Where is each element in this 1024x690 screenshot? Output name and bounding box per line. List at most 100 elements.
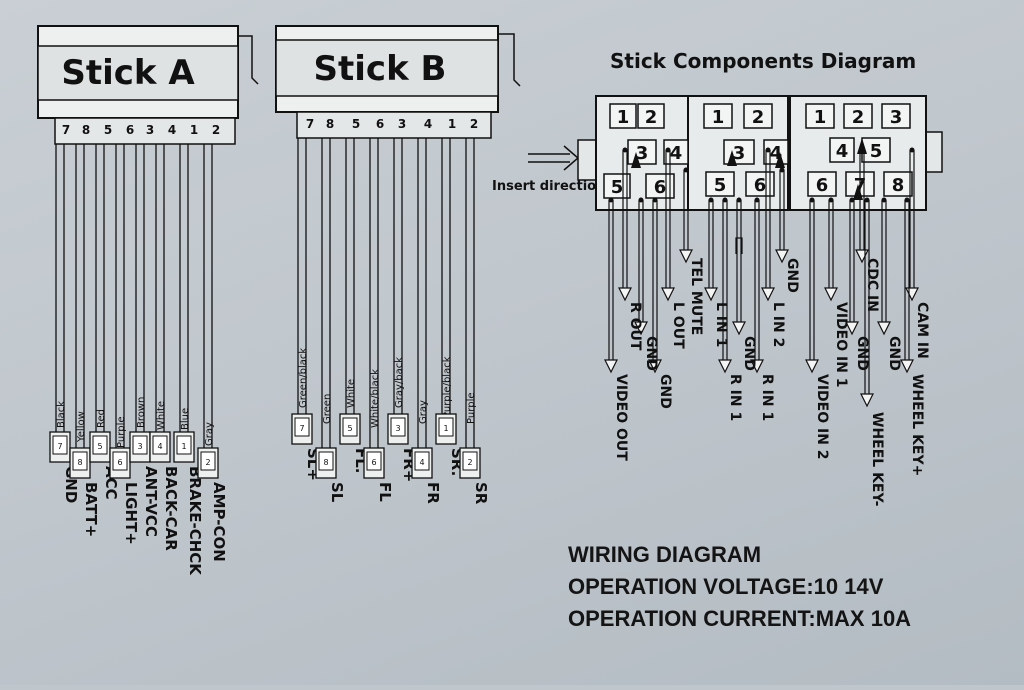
stick-b-header-pin: 7 [306,117,314,131]
signal-wire [805,197,819,374]
pin-cell: 6 [745,171,775,197]
signal-wire-dot [909,147,915,153]
signal-wire-dot [665,147,671,153]
signal-plug-icon [750,359,764,374]
stick-b-title: Stick B [314,49,447,89]
signal-label: GND [643,336,659,371]
pin-cell-box [843,103,873,129]
wire-color-label: Green/black [298,348,309,408]
pin-number: 2 [852,107,865,128]
signal-label: VIDEO OUT [613,374,629,461]
signal-plug-icon [860,393,874,408]
signal-wire [732,197,746,336]
pin-cell: 3 [723,139,755,165]
arrow-up-icon [853,184,863,200]
wire-color-label: Gray [418,400,429,424]
wire-color-label: Gray [204,422,215,446]
signal-plug-icon [805,359,819,374]
wire-function-label: LIGHT+ [122,482,140,545]
wire-terminal-pin: 3 [137,442,142,451]
stick-components: Stick Components Diagram Insert directio… [492,49,943,507]
signal-label: WHEEL KEY- [869,412,885,507]
signal-wire-dot [622,147,628,153]
wire-terminal-window [438,417,454,437]
insert-direction-label: Insert direction [492,179,605,194]
wire-terminal-window [72,451,88,471]
signal-label: L OUT [670,302,686,349]
stick-b-wire: White/black 6FL [363,138,394,502]
stick-b-header-pin: 6 [376,117,384,131]
arrow-up-icon [735,237,743,254]
wire-terminal-window [390,417,406,437]
wire-function-label: SR [472,482,490,505]
signal-plug-icon [679,249,693,264]
signal-wire [648,197,662,374]
signal-plug-icon [661,287,675,302]
stick-a-title-box [37,45,239,101]
signal-wire [704,197,718,302]
connector-rail-right [925,131,943,173]
wire-function-label: BATT+ [82,482,100,537]
stick-b-header-pin: 1 [448,117,456,131]
wire-terminal-pin: 2 [467,458,472,467]
wire-color-label: Black [56,401,67,428]
signal-plug-icon [900,359,914,374]
pin-number: 6 [754,175,767,196]
signal-wire-dot [765,147,771,153]
pin-cell-box [743,103,773,129]
pin-cell-box [807,171,837,197]
signal-wire [845,197,859,336]
footer-voltage: OPERATION VOLTAGE:10 14V [568,574,884,599]
pin-cell: 6 [645,173,675,199]
signal-label: TEL MUTE [688,258,704,335]
signal-label: R IN 1 [727,374,743,421]
signal-wire-dot [828,197,834,203]
stick-a-header-pin: 6 [126,123,134,137]
signal-wire [775,167,789,264]
wire-function-label: FL [376,482,394,502]
pin-cell-box [603,173,631,199]
pin-cell: 3 [881,103,911,129]
wire-terminal-window [92,435,108,455]
pin-cell: 2 [743,103,773,129]
pin-cell-box [763,139,789,165]
wire-function-label: SL [328,482,346,503]
wire-terminal-pin: 5 [97,442,102,451]
signal-plug-icon [905,287,919,302]
wire-color-label: Brown [136,397,147,428]
signal-label: L IN 2 [770,302,786,347]
signal-plug-icon [732,321,746,336]
wire-color-label: Green [322,394,333,424]
wire-terminal-window [318,451,334,471]
stick-b-header-pin: 8 [326,117,334,131]
wire-terminal-pin: 6 [371,458,376,467]
signal-wire [661,147,675,302]
pin-cell-box [705,171,735,197]
stick-a-header-pin: 3 [146,123,154,137]
signal-wire-dot [736,197,742,203]
signal-wire [877,197,891,336]
wire-terminal-pin: 7 [299,424,304,433]
pin-cell: 1 [703,103,733,129]
pin-cell: 1 [805,103,835,129]
signal-plug-icon [761,287,775,302]
pin-cell-box [609,103,637,129]
wire-color-label: White/black [370,369,381,428]
pin-number: 1 [617,107,630,128]
signal-plug-icon [634,321,648,336]
signal-wire [860,197,874,408]
footer-current: OPERATION CURRENT:MAX 10A [568,606,912,631]
signal-wire [824,197,838,302]
wire-terminal-window [52,435,68,455]
signal-wire [618,147,632,302]
wire-terminal-window [462,451,478,471]
pin-cell: 3 [627,139,657,165]
signal-plug-icon [718,359,732,374]
pin-cell: 5 [861,137,891,163]
